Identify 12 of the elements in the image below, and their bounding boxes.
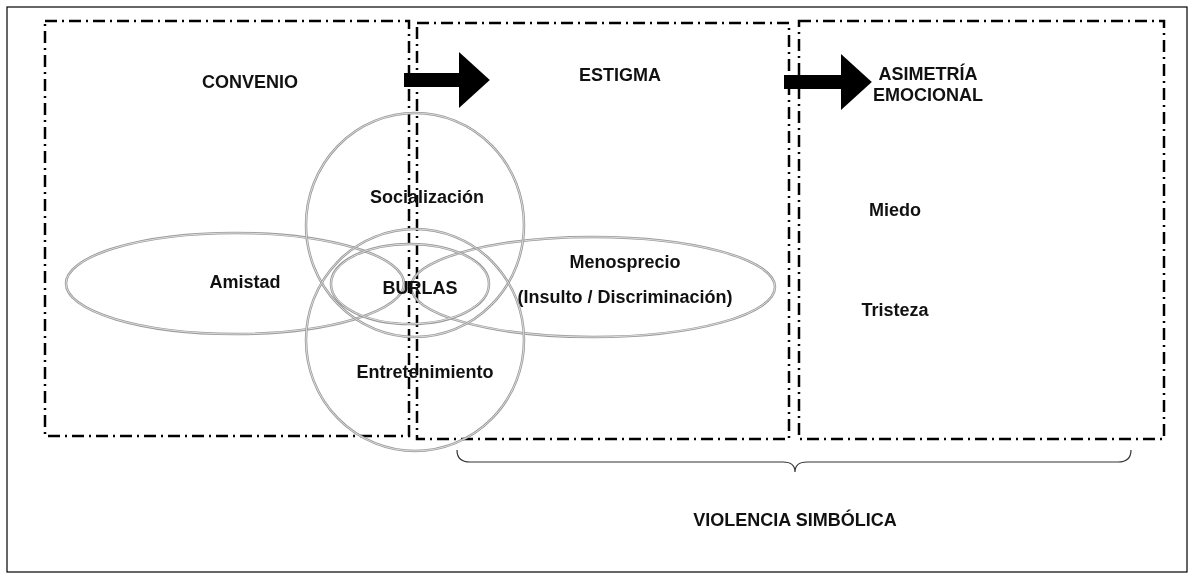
- ellipse-label: (Insulto / Discriminación): [517, 286, 733, 308]
- block-arrow: [404, 52, 490, 108]
- panel-heading: ESTIGMA: [579, 64, 661, 86]
- block-arrow: [784, 54, 872, 110]
- panel-item: Miedo: [869, 199, 921, 221]
- panel-item: Tristeza: [861, 299, 929, 321]
- ellipse-label: Menosprecio: [569, 251, 681, 273]
- circle-label: Entretenimiento: [356, 361, 494, 383]
- panel-heading: ASIMETRÍA EMOCIONAL: [872, 64, 984, 106]
- bracket-caption: VIOLENCIA SIMBÓLICA: [693, 509, 897, 531]
- ellipse-label: Amistad: [209, 271, 281, 293]
- panel-heading: CONVENIO: [202, 71, 298, 93]
